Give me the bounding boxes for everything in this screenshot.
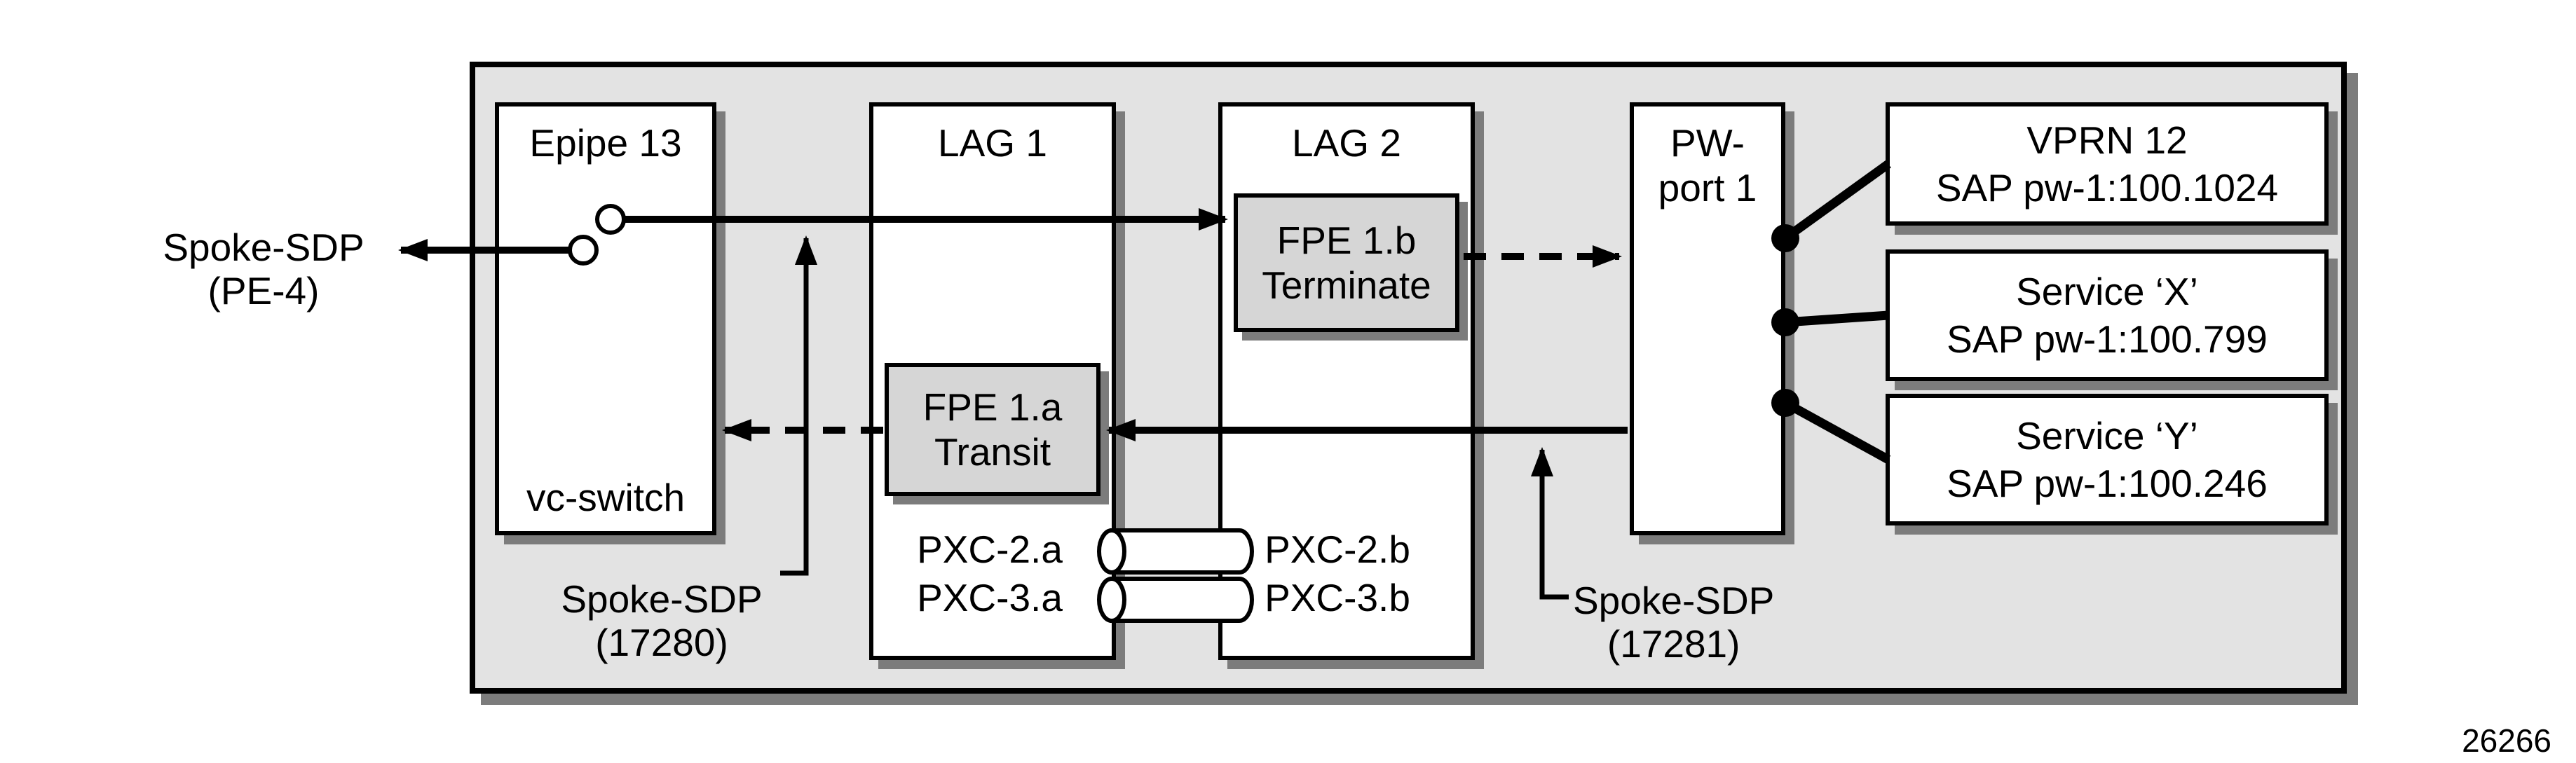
service-x-sap: SAP pw-1:100.799 bbox=[1947, 317, 2268, 361]
pw-port-title: PW- port 1 bbox=[1634, 121, 1781, 210]
spoke-sdp-pe4-line1: Spoke-SDP bbox=[163, 226, 364, 269]
spoke-sdp-17281-line2: (17281) bbox=[1607, 622, 1740, 666]
lag1-title: LAG 1 bbox=[938, 121, 1047, 165]
pxc-2a-label: PXC-2.a bbox=[917, 528, 1063, 571]
pxc-3a-label: PXC-3.a bbox=[917, 576, 1063, 619]
spoke-sdp-17280-line1: Spoke-SDP bbox=[561, 577, 763, 621]
spoke-sdp-17280-label: Spoke-SDP (17280) bbox=[561, 577, 762, 664]
spoke-sdp-pe4-line2: (PE-4) bbox=[207, 269, 320, 312]
fpe-1b-box: FPE 1.b Terminate bbox=[1234, 193, 1459, 332]
spoke-sdp-17280-line2: (17280) bbox=[595, 621, 728, 664]
service-x-title: Service ‘X’ bbox=[2016, 270, 2198, 313]
service-y-title: Service ‘Y’ bbox=[2016, 414, 2198, 458]
service-vprn12-title: VPRN 12 bbox=[2026, 118, 2188, 162]
figure-number: 26266 bbox=[2462, 722, 2551, 759]
service-y-text: Service ‘Y’ SAP pw-1:100.246 bbox=[1890, 398, 2324, 521]
fpe-1b-line1: FPE 1.b bbox=[1276, 219, 1417, 262]
service-x-text: Service ‘X’ SAP pw-1:100.799 bbox=[1890, 254, 2324, 377]
fpe-1a-box: FPE 1.a Transit bbox=[885, 363, 1100, 496]
epipe-title: Epipe 13 bbox=[529, 121, 682, 165]
spoke-sdp-pe4-label: Spoke-SDP (PE-4) bbox=[163, 226, 364, 312]
service-box-x: Service ‘X’ SAP pw-1:100.799 bbox=[1886, 249, 2329, 381]
spoke-sdp-17281-line1: Spoke-SDP bbox=[1573, 579, 1775, 622]
fpe-1a-line1: FPE 1.a bbox=[922, 385, 1063, 429]
pxc-3b-label: PXC-3.b bbox=[1265, 576, 1410, 619]
epipe-vcswitch-label: vc-switch bbox=[526, 476, 686, 519]
service-vprn12-text: VPRN 12 SAP pw-1:100.1024 bbox=[1890, 106, 2324, 221]
epipe-box: Epipe 13 vc-switch bbox=[495, 102, 716, 535]
pw-port-line2: port 1 bbox=[1658, 166, 1757, 209]
lag2-title: LAG 2 bbox=[1292, 121, 1401, 165]
service-vprn12-sap: SAP pw-1:100.1024 bbox=[1935, 166, 2279, 209]
service-y-sap: SAP pw-1:100.246 bbox=[1947, 462, 2268, 505]
pw-port-line1: PW- bbox=[1670, 121, 1745, 165]
service-box-vprn12: VPRN 12 SAP pw-1:100.1024 bbox=[1886, 102, 2329, 226]
pw-port-box: PW- port 1 bbox=[1630, 102, 1785, 535]
pxc-2b-label: PXC-2.b bbox=[1265, 528, 1410, 571]
spoke-sdp-17281-label: Spoke-SDP (17281) bbox=[1573, 579, 1774, 666]
fpe-1a-line2: Transit bbox=[934, 430, 1051, 474]
service-box-y: Service ‘Y’ SAP pw-1:100.246 bbox=[1886, 394, 2329, 525]
fpe-1b-line2: Terminate bbox=[1262, 263, 1431, 307]
